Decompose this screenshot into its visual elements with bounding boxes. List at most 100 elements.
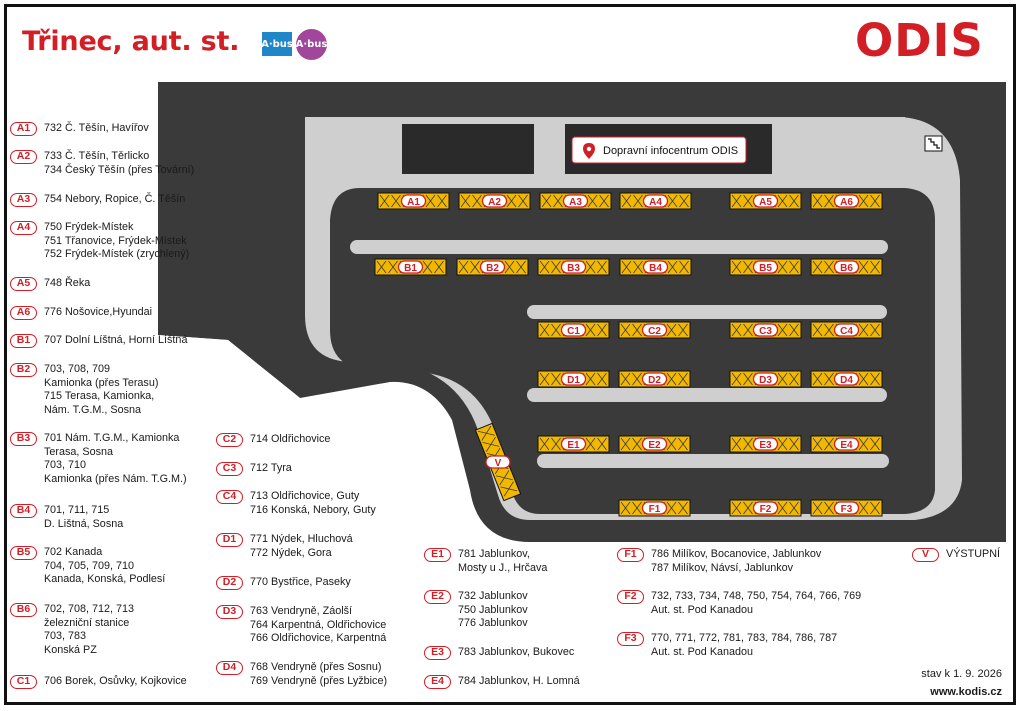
stand-badge: D4: [216, 661, 243, 675]
legend-lines: VÝSTUPNÍ: [946, 548, 1000, 562]
stand-label: C3: [759, 326, 772, 337]
stand-d3: D3: [729, 370, 802, 388]
stand-badge: A3: [10, 193, 37, 207]
legend-lines: 783 Jablunkov, Bukovec: [458, 646, 574, 660]
legend-line: 732, 733, 734, 748, 750, 754, 764, 766, …: [651, 590, 862, 602]
platform-e: [537, 454, 889, 468]
right-margin: [1006, 82, 1012, 552]
page-title: Třinec, aut. st.: [22, 26, 240, 57]
legend-line: 702 Kanada: [44, 546, 103, 558]
legend-line: 783 Jablunkov, Bukovec: [458, 646, 575, 658]
stand-badge: F2: [617, 590, 644, 604]
stand-b5: B5: [729, 258, 802, 276]
stand-label: E2: [648, 440, 661, 451]
legend-line: Kamionka (přes Terasu): [44, 376, 159, 389]
legend-lines: 732 Č. Těšín, Havířov: [44, 122, 149, 136]
legend-line: 732 Jablunkov: [458, 590, 528, 602]
odis-logo-text: ODIS: [855, 14, 984, 67]
stand-badge: F3: [617, 632, 644, 646]
legend-line: 772 Nýdek, Gora: [250, 546, 332, 559]
stand-badge: D1: [216, 533, 243, 547]
legend-line: 750 Jablunkov: [458, 603, 528, 616]
infocentrum-sign: [571, 136, 747, 164]
validity-date: stav k 1. 9. 2026: [921, 668, 1002, 680]
stand-c3: C3: [729, 321, 802, 339]
abus-badge-blue: A·bus: [261, 32, 293, 56]
side-lane: [158, 335, 300, 470]
stand-label: D1: [567, 375, 580, 386]
stand-b1: B1: [374, 258, 447, 276]
stand-label: D3: [759, 375, 772, 386]
legend-line: 703, 710: [44, 459, 87, 471]
legend-line: Kamionka (přes Nám. T.G.M.): [44, 472, 187, 485]
stand-a6: A6: [810, 192, 883, 210]
stand-c4: C4: [810, 321, 883, 339]
legend-lines: 776 Nošovice,Hyundai: [44, 306, 152, 320]
stand-badge: E4: [424, 675, 451, 689]
stand-e3: E3: [729, 435, 802, 453]
legend-line: 781 Jablunkov,: [458, 548, 530, 560]
stand-label: A6: [840, 197, 853, 208]
website-link[interactable]: www.kodis.cz: [930, 686, 1002, 698]
stand-badge: F1: [617, 548, 644, 562]
legend-line: Mosty u J., Hrčava: [458, 561, 548, 574]
stand-label: C1: [567, 326, 580, 337]
abus-badge-purple: A·bus: [296, 29, 327, 60]
stand-a4: A4: [619, 192, 692, 210]
stand-d4: D4: [810, 370, 883, 388]
stand-label: A1: [407, 197, 420, 208]
legend-lines: 732, 733, 734, 748, 750, 754, 764, 766, …: [651, 590, 861, 617]
stand-label: D2: [648, 375, 661, 386]
stand-label: E1: [567, 440, 580, 451]
stand-label: F3: [841, 504, 853, 515]
legend-line: 706 Borek, Osůvky, Kojkovice: [44, 675, 187, 687]
legend-line: 715 Terasa, Kamionka,: [44, 390, 155, 402]
stand-label: A5: [759, 197, 772, 208]
stand-label: B1: [404, 263, 417, 274]
legend-line: 776 Nošovice,Hyundai: [44, 306, 153, 318]
stand-e2: E2: [618, 435, 691, 453]
stand-badge: D2: [216, 576, 243, 590]
stand-b3: B3: [537, 258, 610, 276]
legend-line: 769 Vendryně (přes Lyžbice): [250, 674, 388, 687]
stand-label: C4: [840, 326, 853, 337]
legend-line: 707 Dolní Líštná, Horní Líštná: [44, 334, 188, 346]
stand-badge: C2: [216, 433, 243, 447]
stand-c1: C1: [537, 321, 610, 339]
stand-label: B2: [486, 263, 499, 274]
stand-badge: C3: [216, 462, 243, 476]
stand-a1: A1: [377, 192, 450, 210]
legend-line: 714 Oldřichovice: [250, 433, 331, 445]
stand-d1: D1: [537, 370, 610, 388]
legend-line: 703, 708, 709: [44, 363, 111, 375]
stand-label: F2: [760, 504, 772, 515]
stand-label: B4: [649, 263, 662, 274]
legend-line: 776 Jablunkov: [458, 617, 528, 629]
building-block: [402, 124, 534, 174]
legend-line: 764 Karpentná, Oldřichovice: [250, 618, 387, 631]
stand-badge: B5: [10, 546, 37, 560]
stand-c2: C2: [618, 321, 691, 339]
legend-line: 771 Nýdek, Hluchová: [250, 533, 353, 545]
stand-badge: E1: [424, 548, 451, 562]
legend-line: Terasa, Sosna: [44, 445, 114, 458]
stand-e4: E4: [810, 435, 883, 453]
legend-line: 766 Oldřichovice, Karpentná: [250, 632, 387, 644]
stand-badge: A5: [10, 277, 37, 291]
stand-badge: C1: [10, 675, 37, 689]
stand-badge: B2: [10, 363, 37, 377]
legend-line: 754 Nebory, Ropice, Č. Těšín: [44, 193, 186, 205]
stand-d2: D2: [618, 370, 691, 388]
legend-line: 786 Milíkov, Bocanovice, Jablunkov: [651, 548, 822, 560]
stand-label: B5: [759, 263, 772, 274]
legend-lines: 754 Nebory, Ropice, Č. Těšín: [44, 193, 185, 207]
stand-b2: B2: [456, 258, 529, 276]
